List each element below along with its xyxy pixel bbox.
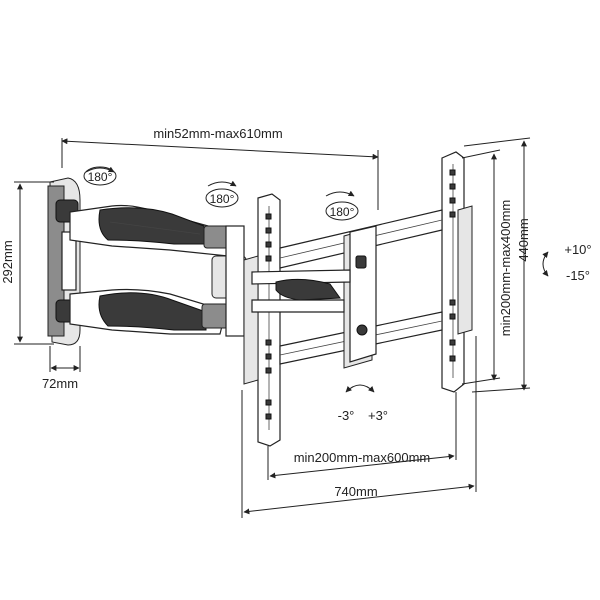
left-bracket-holes [265,213,272,420]
overall-width-label: 740mm [334,484,377,499]
dim-vesa-horizontal: min200mm-max600mm [267,392,457,480]
tilt-adjustment: +10° -15° [542,242,592,283]
overall-height-label: 440mm [516,218,531,261]
left-tv-bracket [243,193,281,447]
tilt-down-label: -15° [566,268,590,283]
vesa-vertical-label: min200mm-max400mm [498,200,513,337]
dim-overall-height: 440mm [463,137,531,393]
dim-wallplate-depth: 72mm [42,346,81,391]
swivel-indicator-1: 180° [83,166,117,186]
wallplate-height-label: 292mm [0,240,15,283]
plate-arm-link [251,269,351,313]
lower-arm [69,288,229,335]
dim-arm-extension: min52mm-max610mm [61,126,379,210]
center-plate [343,225,377,369]
swivel-1-label: 180° [88,170,113,184]
tilt-up-label: +10° [564,242,591,257]
wallplate-depth-label: 72mm [42,376,78,391]
swivel-indicator-3: 180° [325,190,359,221]
level-adjustment: -3° +3° [338,384,388,423]
swivel-3-label: 180° [330,205,355,219]
level-left-label: -3° [338,408,355,423]
dim-overall-width: 740mm [241,336,477,518]
swivel-indicator-2: 180° [205,180,239,208]
vesa-horizontal-label: min200mm-max600mm [294,450,431,465]
dim-vesa-vertical: min200mm-max400mm [461,149,513,385]
right-tv-bracket [441,151,473,393]
arm-extension-label: min52mm-max610mm [153,126,282,141]
upper-arm [69,204,233,257]
dim-wallplate-height: 292mm [0,181,54,345]
level-right-label: +3° [368,408,388,423]
swivel-2-label: 180° [210,192,235,206]
right-bracket-holes [449,169,456,362]
